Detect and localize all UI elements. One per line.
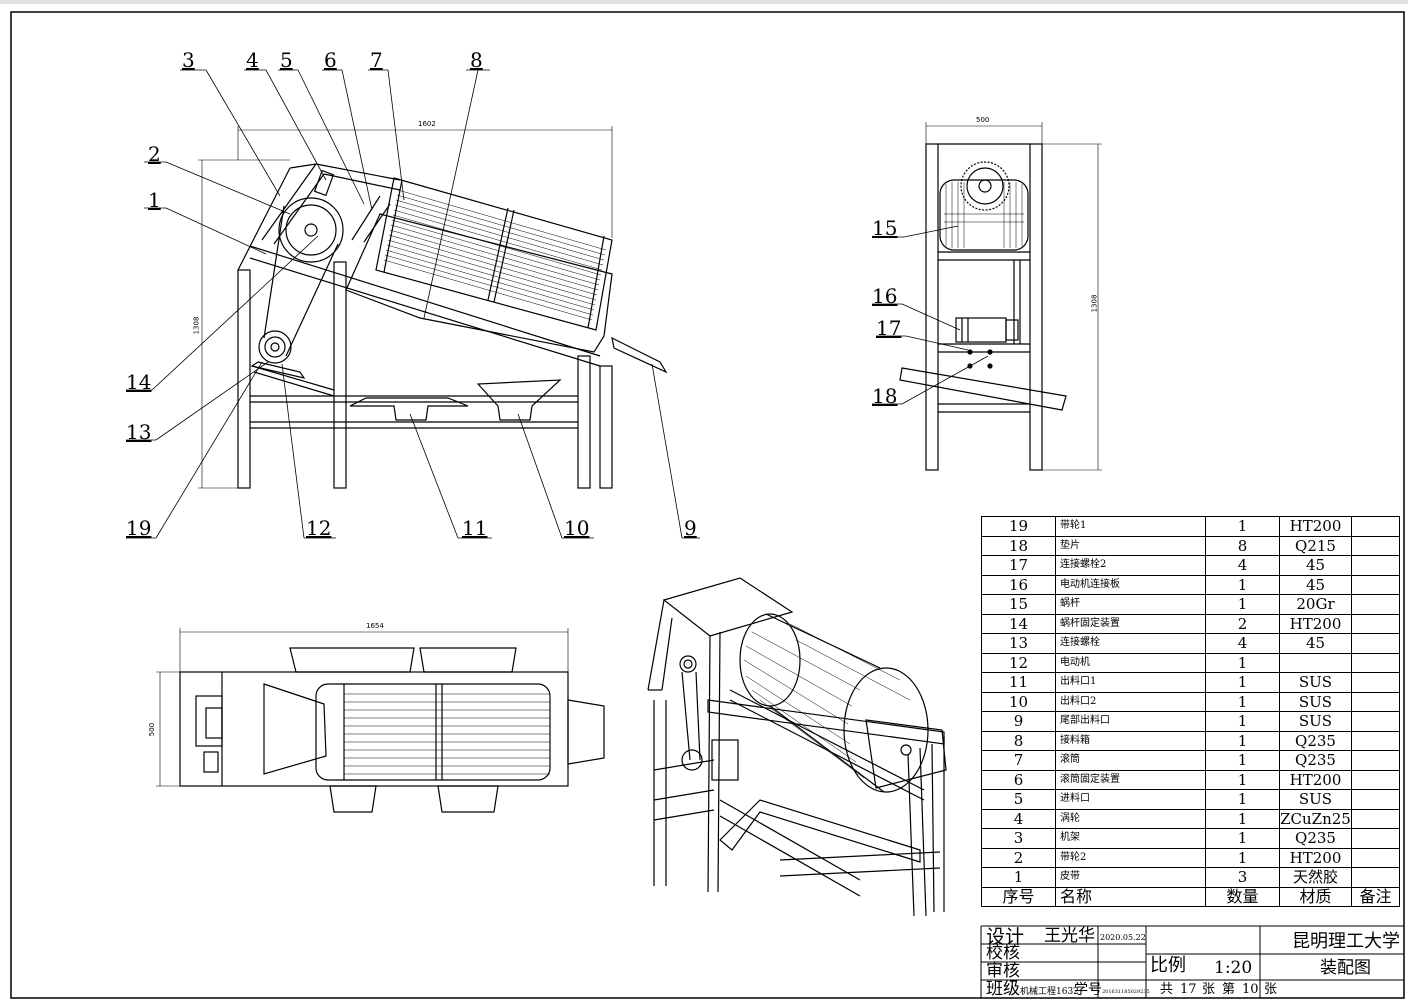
student-id: 201631185029235 [1102, 989, 1150, 995]
sheet-no-prefix: 第 [1222, 982, 1236, 997]
front-view [126, 69, 700, 539]
bom-no: 11 [981, 672, 1056, 693]
callout-6: 6 [324, 48, 337, 72]
bom-no: 19 [981, 516, 1056, 537]
bom-material: HT200 [1279, 769, 1352, 790]
callout-2: 2 [148, 142, 161, 166]
callout-19: 19 [126, 516, 152, 540]
drawing-name: 装配图 [1320, 958, 1371, 978]
bom-header-row: 序号名称数量材质备注 [981, 886, 1400, 907]
sheet-unit-2: 张 [1264, 982, 1278, 997]
scale-value: 1:20 [1214, 958, 1253, 978]
scale-label: 比例 [1150, 955, 1186, 976]
bom-header-no: 序号 [981, 886, 1056, 907]
university-name: 昆明理工大学 [1292, 931, 1400, 952]
designer-name: 王光华 [1044, 926, 1095, 946]
bom-material: ZCuZn25 [1279, 808, 1352, 829]
callout-17: 17 [876, 316, 902, 340]
drum-front [375, 177, 613, 331]
callout-9: 9 [684, 516, 697, 540]
bom-header-material: 材质 [1279, 886, 1352, 907]
sheet-total-prefix: 共 [1160, 982, 1174, 997]
bom-material: 20Gr [1279, 594, 1352, 615]
callout-12: 12 [306, 516, 332, 540]
callout-3: 3 [182, 48, 195, 72]
dim-top-width: 1654 [366, 622, 384, 630]
dim-side-width: 500 [976, 116, 990, 124]
sheet-unit: 张 [1202, 982, 1216, 997]
callout-4: 4 [246, 48, 259, 72]
callout-1: 1 [148, 188, 161, 212]
dim-front-width: 1602 [418, 120, 436, 128]
sheet-no: 10 [1242, 982, 1259, 997]
class-label: 班级 [986, 979, 1020, 999]
bom-material: 45 [1279, 574, 1352, 595]
callout-18: 18 [872, 384, 898, 408]
design-date: 2020.05.22 [1100, 933, 1146, 942]
callout-14: 14 [126, 370, 152, 394]
callout-13: 13 [126, 420, 152, 444]
class-value: 机械工程1632 [1020, 987, 1079, 997]
bom-no: 18 [981, 535, 1056, 556]
bom-header-note: 备注 [1351, 886, 1400, 907]
callout-15: 15 [872, 216, 898, 240]
side-view [872, 122, 1102, 471]
review-label: 审核 [986, 961, 1020, 981]
callout-11: 11 [462, 516, 488, 540]
bom-header-qty: 数量 [1205, 886, 1280, 907]
callout-8: 8 [470, 48, 483, 72]
sheet-total: 17 [1180, 982, 1197, 997]
bom-header-name: 名称 [1055, 886, 1206, 907]
bom-material: 45 [1279, 633, 1352, 654]
check-label: 校核 [986, 943, 1020, 963]
drawing-frame [10, 11, 1405, 999]
sheet-top-strip [0, 0, 1408, 4]
callout-16: 16 [872, 284, 898, 308]
callout-10: 10 [564, 516, 590, 540]
student-id-label: 学号 [1074, 982, 1102, 998]
top-view [156, 628, 605, 813]
bom-no: 15 [981, 594, 1056, 615]
bom-material: Q235 [1279, 730, 1352, 751]
isometric-view [647, 577, 947, 917]
design-label: 设计 [986, 926, 1025, 948]
bom-no: 13 [981, 633, 1056, 654]
callout-5: 5 [280, 48, 293, 72]
bom-material: SUS [1279, 672, 1352, 693]
callout-7: 7 [370, 48, 383, 72]
